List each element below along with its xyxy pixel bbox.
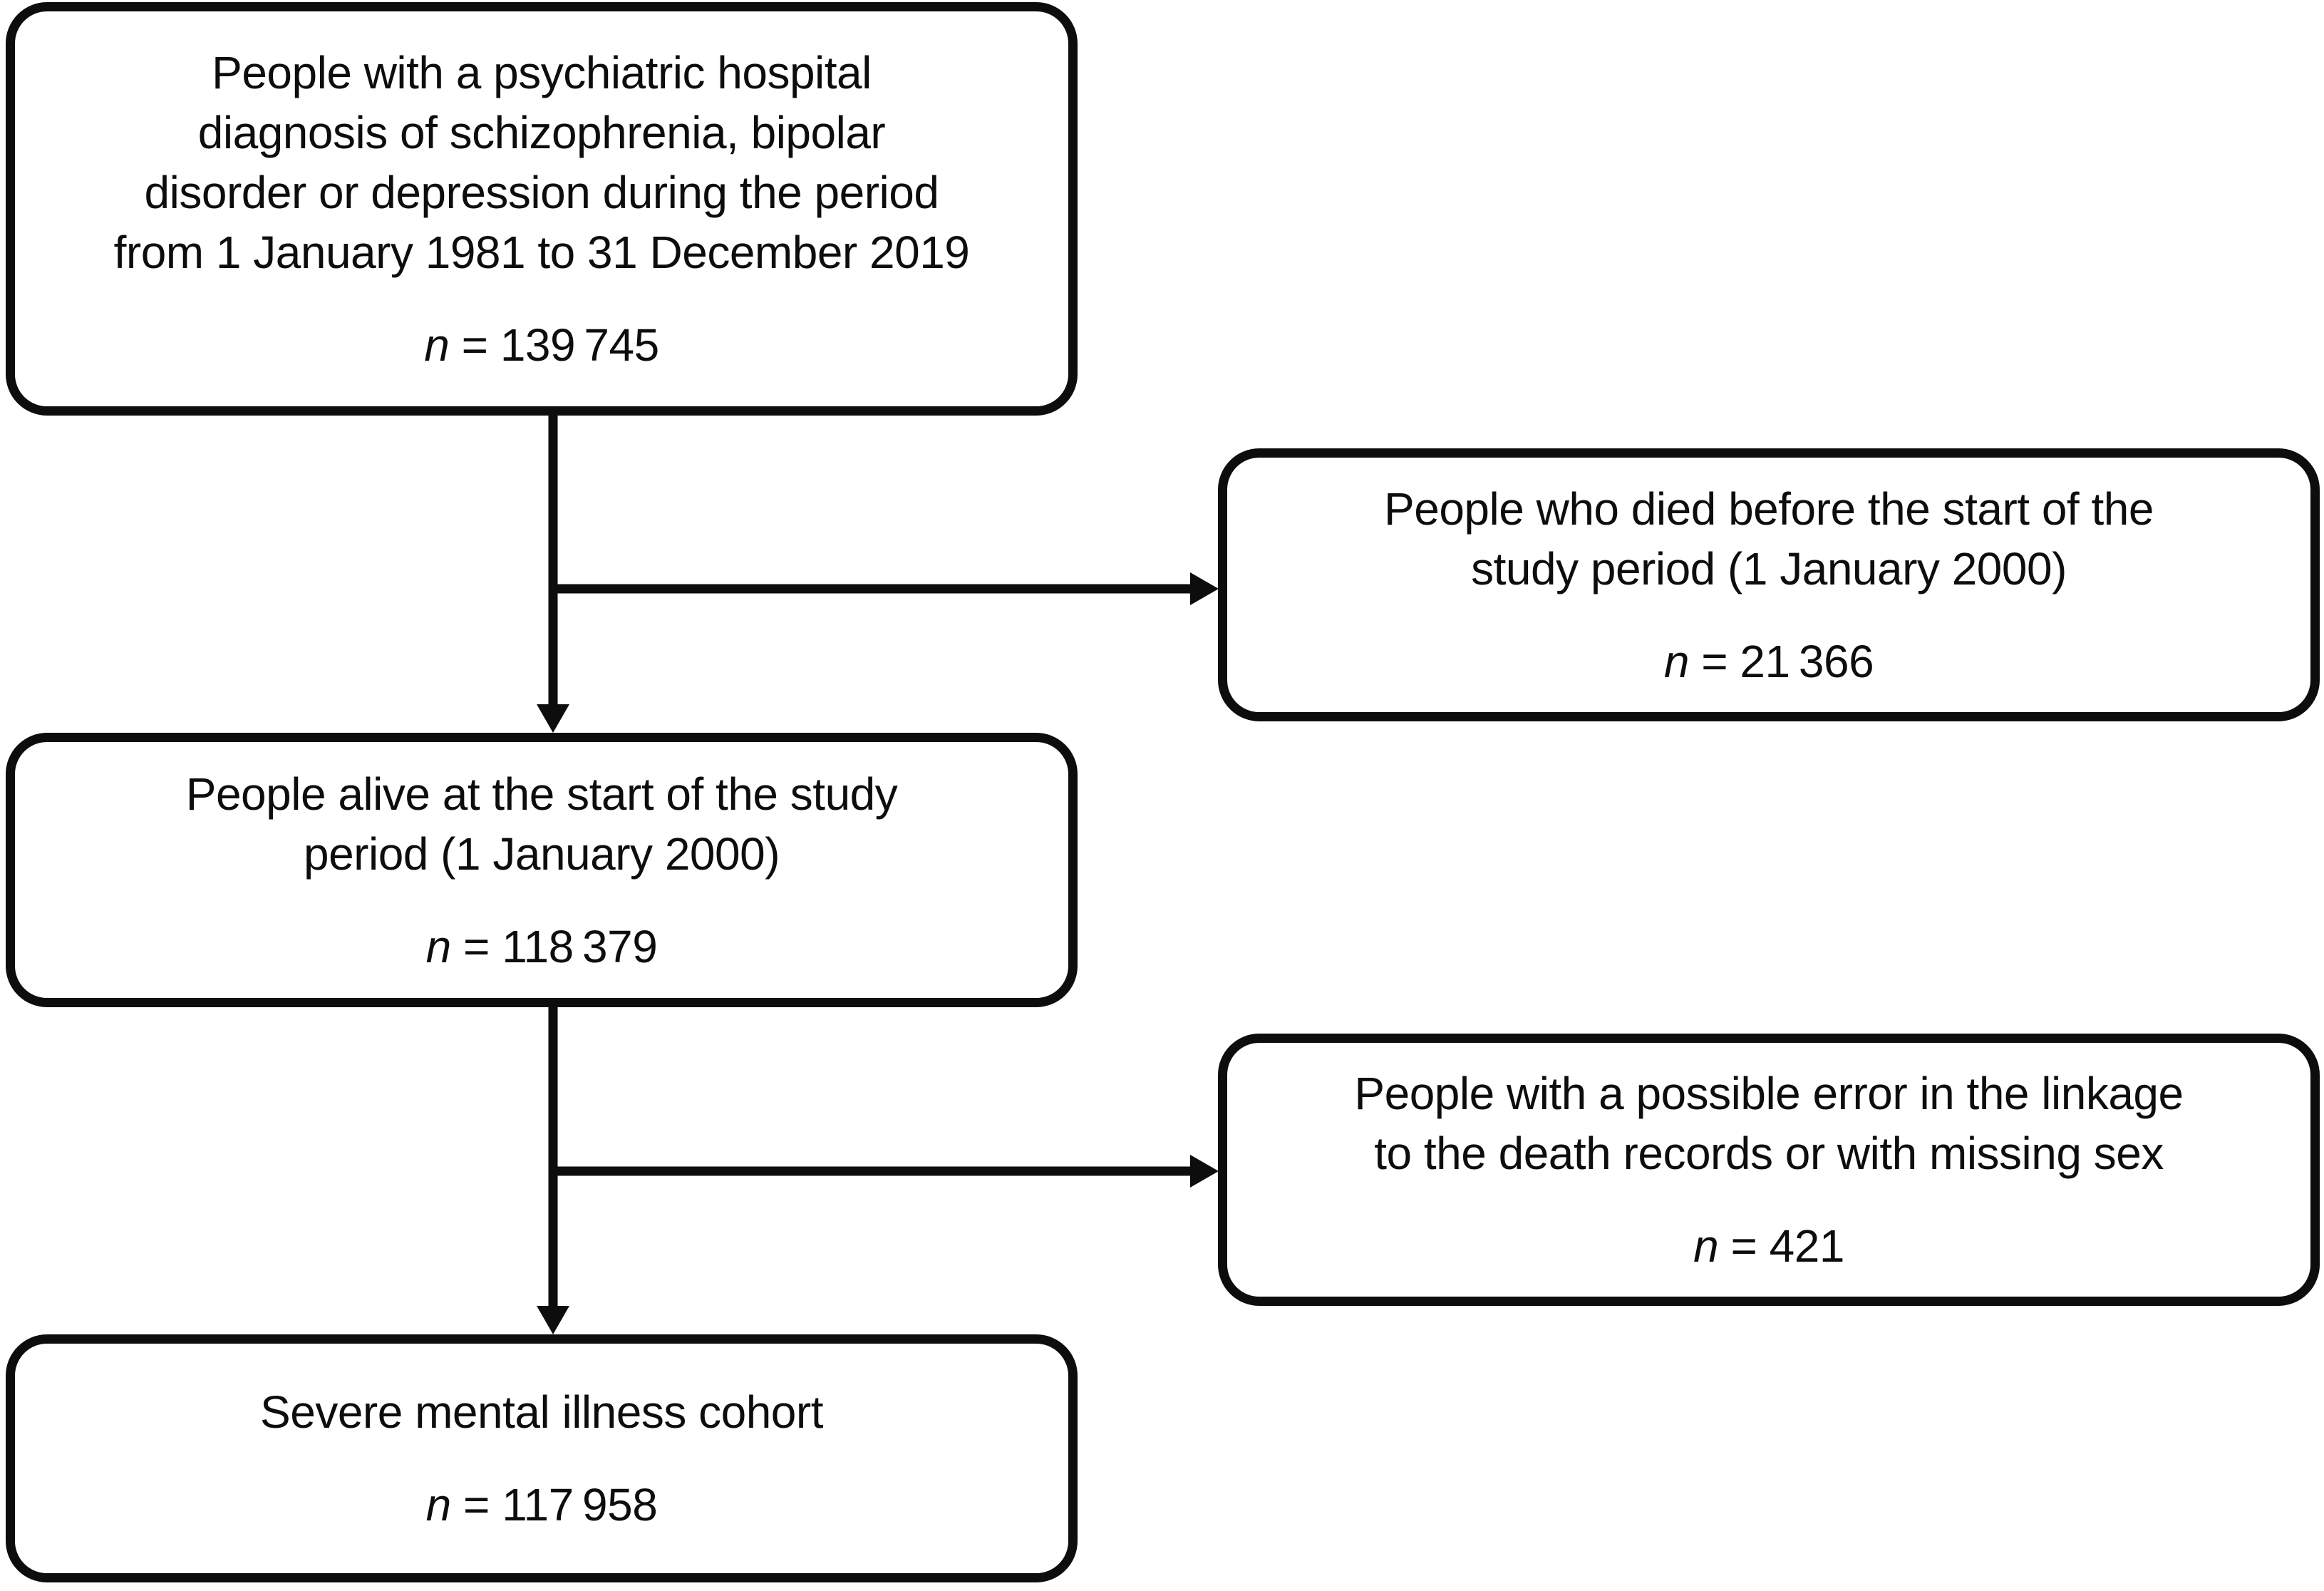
box-count: n = 117 958 <box>426 1475 658 1535</box>
n-symbol: n <box>425 1479 452 1530</box>
flow-box-source-population: People with a psychiatric hospital diagn… <box>6 2 1078 416</box>
box-count: n = 421 <box>1693 1216 1844 1276</box>
arrow-branch-to-error <box>553 1155 1219 1188</box>
flow-box-excluded-died: People who died before the start of the … <box>1218 448 2320 721</box>
n-symbol: n <box>1663 635 1690 687</box>
flow-box-final-cohort: Severe mental illness cohort n = 117 958 <box>6 1334 1078 1582</box>
box-label: People with a psychiatric hospital diagn… <box>113 47 970 278</box>
box-count: n = 21 366 <box>1664 632 1874 691</box>
flow-box-excluded-linkage-error: People with a possible error in the link… <box>1218 1034 2320 1306</box>
arrowhead-down-icon <box>537 704 569 733</box>
arrowhead-right-icon <box>1190 572 1219 605</box>
n-symbol: n <box>424 319 450 371</box>
flow-box-alive-at-start: People alive at the start of the study p… <box>6 733 1078 1007</box>
n-value: = 117 958 <box>450 1479 658 1530</box>
arrowhead-right-icon <box>1190 1155 1219 1188</box>
box-label: People alive at the start of the study p… <box>185 768 898 880</box>
n-symbol: n <box>425 920 452 972</box>
box-count: n = 118 379 <box>426 917 658 977</box>
arrow-alive-to-cohort <box>537 1007 569 1334</box>
box-label: People with a possible error in the link… <box>1354 1068 2184 1179</box>
n-value: = 139 745 <box>449 319 660 371</box>
box-count: n = 139 745 <box>424 315 659 375</box>
n-value: = 421 <box>1718 1220 1844 1272</box>
arrowhead-down-icon <box>537 1306 569 1334</box>
box-label: Severe mental illness cohort <box>260 1386 823 1438</box>
n-symbol: n <box>1693 1220 1719 1272</box>
box-label: People who died before the start of the … <box>1384 483 2154 594</box>
arrow-source-to-alive <box>537 416 569 733</box>
n-value: = 118 379 <box>450 920 658 972</box>
n-value: = 21 366 <box>1688 635 1874 687</box>
arrow-branch-to-died <box>553 572 1219 605</box>
